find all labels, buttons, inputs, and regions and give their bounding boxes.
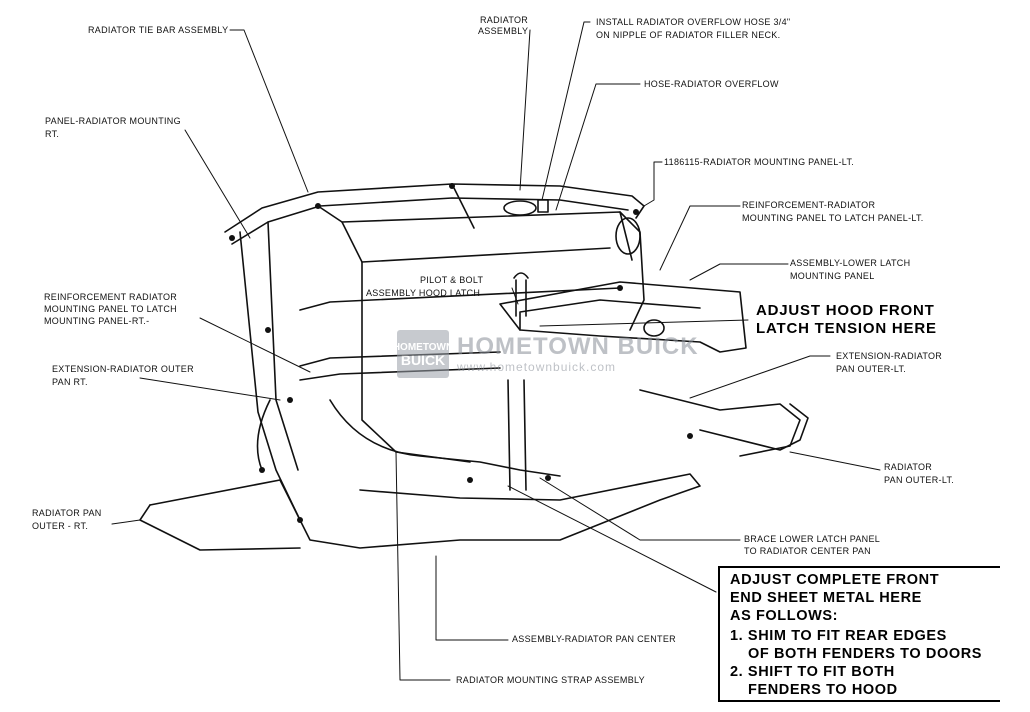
tie-bar-strap xyxy=(451,183,475,229)
note-line-5: OF BOTH FENDERS TO DOORS xyxy=(748,646,983,662)
brace-lower-latch-panel xyxy=(507,379,527,491)
label-radiator-assembly-2: ASSEMBLY xyxy=(478,26,529,36)
label-radiator-assembly-1: RADIATOR xyxy=(480,15,529,25)
watermark-text: HOMETOWN BUICK www.hometownbuick.com xyxy=(457,333,699,375)
watermark-url: www.hometownbuick.com xyxy=(457,360,617,374)
radiator-pan-outer-lt xyxy=(699,403,809,451)
label-lower-latch-1: ASSEMBLY-LOWER LATCH xyxy=(790,258,911,268)
watermark: HOMETOWN BUICK HOMETOWN BUICK www.hometo… xyxy=(393,330,699,378)
extension-outer-pan-lt xyxy=(639,389,801,457)
label-reinf-rt-2: MOUNTING PANEL TO LATCH xyxy=(44,304,177,314)
panel-mounting-rt-inner xyxy=(267,221,299,471)
label-reinf-lt-2: MOUNTING PANEL TO LATCH PANEL-LT. xyxy=(742,213,924,223)
label-pilot-bolt-2: ASSEMBLY HOOD LATCH xyxy=(366,288,481,298)
label-hose-overflow: HOSE-RADIATOR OVERFLOW xyxy=(644,79,779,89)
label-radiator-tie-bar: RADIATOR TIE BAR ASSEMBLY xyxy=(88,25,229,35)
callout-hood-latch-line-1: ADJUST HOOD FRONT xyxy=(756,302,935,319)
label-brace-1: BRACE LOWER LATCH PANEL xyxy=(744,534,881,544)
label-pan-outer-lt-2: PAN OUTER-LT. xyxy=(884,475,955,485)
label-mounting-panel-lt: 1186115-RADIATOR MOUNTING PANEL-LT. xyxy=(664,157,855,167)
watermark-logo-top: HOMETOWN xyxy=(392,342,454,353)
lower-latch-mounting-panel xyxy=(499,281,747,353)
radiator-filler-cap xyxy=(503,200,537,216)
note-line-4: 1. SHIM TO FIT REAR EDGES xyxy=(730,628,947,644)
extension-outer-pan-rt xyxy=(256,399,271,471)
label-pan-outer-rt-2: OUTER - RT. xyxy=(32,521,89,531)
label-reinf-rt-1: REINFORCEMENT RADIATOR xyxy=(44,292,178,302)
tie-bar-lower-edge xyxy=(231,197,629,245)
radiator-core-line-1 xyxy=(299,287,621,311)
radiator-pan-outer-rt xyxy=(139,504,301,551)
pilot-bolt xyxy=(513,272,529,317)
label-pilot-bolt-1: PILOT & BOLT xyxy=(420,275,484,285)
radiator-mounting-strap xyxy=(329,399,561,477)
label-reinf-lt-1: REINFORCEMENT-RADIATOR xyxy=(742,200,876,210)
label-pan-outer-lt-1: RADIATOR xyxy=(884,462,933,472)
note-line-6: 2. SHIFT TO FIT BOTH xyxy=(730,664,895,680)
radiator-core-top xyxy=(341,211,633,261)
latch-panel-hole xyxy=(643,319,665,337)
note-line-7: FENDERS TO HOOD xyxy=(748,682,898,698)
watermark-title: HOMETOWN BUICK xyxy=(457,333,699,360)
panel-mounting-lt xyxy=(619,211,645,331)
leader-lines xyxy=(111,21,881,681)
note-line-2: END SHEET METAL HERE xyxy=(730,590,922,606)
callout-hood-latch-line-2: LATCH TENSION HERE xyxy=(756,320,937,337)
bolt-heads xyxy=(229,183,693,523)
tie-bar-top-edge xyxy=(224,183,645,233)
label-ext-outer-rt-2: PAN RT. xyxy=(52,377,88,387)
label-ext-outer-lt-1: EXTENSION-RADIATOR xyxy=(836,351,943,361)
panel-mounting-lt-boss xyxy=(615,217,641,255)
label-mounting-strap: RADIATOR MOUNTING STRAP ASSEMBLY xyxy=(456,675,645,685)
label-overflow-install-1: INSTALL RADIATOR OVERFLOW HOSE 3/4" xyxy=(596,17,791,27)
radiator-core-upper-tank xyxy=(361,247,611,263)
note-line-3: AS FOLLOWS: xyxy=(730,608,839,624)
adjustment-note-bracket xyxy=(718,566,1000,702)
radiator-pan-center xyxy=(149,473,701,549)
latch-panel-inner-edge xyxy=(519,299,701,331)
note-line-1: ADJUST COMPLETE FRONT xyxy=(730,572,940,588)
label-brace-2: TO RADIATOR CENTER PAN xyxy=(744,546,871,556)
label-panel-mounting-rt-2: RT. xyxy=(45,129,60,139)
label-panel-mounting-rt-1: PANEL-RADIATOR MOUNTING xyxy=(45,116,181,126)
filler-neck-nipple xyxy=(537,199,549,213)
label-overflow-install-2: ON NIPPLE OF RADIATOR FILLER NECK. xyxy=(596,30,781,40)
label-ext-outer-rt-1: EXTENSION-RADIATOR OUTER xyxy=(52,364,194,374)
label-ext-outer-lt-2: PAN OUTER-LT. xyxy=(836,364,907,374)
watermark-logo-bottom: BUICK xyxy=(400,352,446,368)
label-lower-latch-2: MOUNTING PANEL xyxy=(790,271,875,281)
label-pan-center: ASSEMBLY-RADIATOR PAN CENTER xyxy=(512,634,676,644)
watermark-logo: HOMETOWN BUICK xyxy=(393,330,453,378)
label-pan-outer-rt-1: RADIATOR PAN xyxy=(32,508,102,518)
label-reinf-rt-3: MOUNTING PANEL-RT.- xyxy=(44,316,150,326)
